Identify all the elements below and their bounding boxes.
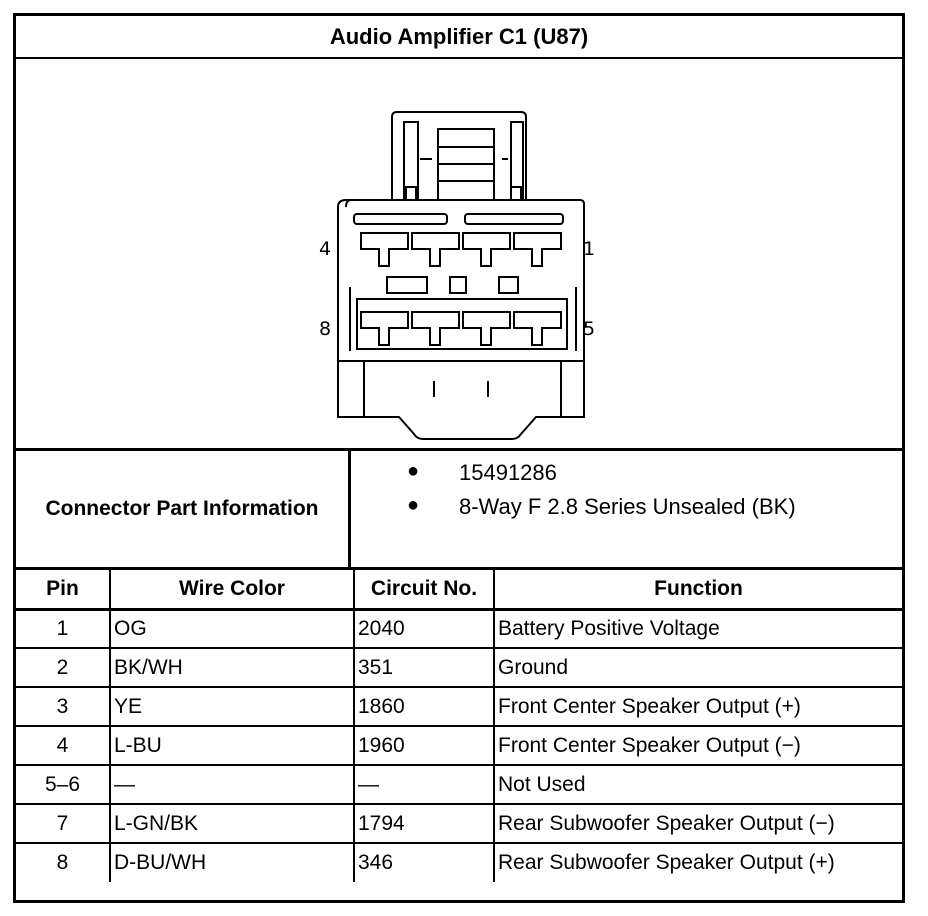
pin-table: Pin Wire Color Circuit No. Function 1 OG…: [16, 570, 902, 882]
cell-circuit-no: 2040: [353, 608, 495, 649]
header-wire-color: Wire Color: [109, 570, 355, 611]
page-title: Audio Amplifier C1 (U87): [16, 16, 902, 59]
table-row: 7 L-GN/BK 1794 Rear Subwoofer Speaker Ou…: [16, 803, 902, 844]
table-row: 1 OG 2040 Battery Positive Voltage: [16, 608, 902, 649]
part-info-item: ● 8-Way F 2.8 Series Unsealed (BK): [351, 490, 902, 524]
table-row: 5–6 — — Not Used: [16, 764, 902, 805]
header-function: Function: [493, 570, 902, 611]
connector-face-drawing: 4 1 8 5: [319, 111, 595, 440]
bullet-icon: ●: [407, 460, 420, 482]
cell-wire-color: D-BU/WH: [109, 842, 355, 882]
cell-function: Ground: [493, 647, 902, 688]
cell-circuit-no: 351: [353, 647, 495, 688]
connector-document: Audio Amplifier C1 (U87): [13, 13, 905, 903]
header-pin: Pin: [16, 570, 111, 611]
cell-wire-color: —: [109, 764, 355, 805]
part-info-list: ● 15491286 ● 8-Way F 2.8 Series Unsealed…: [351, 451, 902, 567]
cell-function: Rear Subwoofer Speaker Output (−): [493, 803, 902, 844]
cell-pin: 2: [16, 647, 111, 688]
terminal-row-top: [360, 232, 562, 267]
table-row: 8 D-BU/WH 346 Rear Subwoofer Speaker Out…: [16, 842, 902, 882]
table-row: 3 YE 1860 Front Center Speaker Output (+…: [16, 686, 902, 727]
cell-circuit-no: 346: [353, 842, 495, 882]
cell-function: Battery Positive Voltage: [493, 608, 902, 649]
cell-pin: 5–6: [16, 764, 111, 805]
cell-circuit-no: 1960: [353, 725, 495, 766]
pin-label-4: 4: [319, 238, 331, 260]
connector-diagram: 4 1 8 5: [16, 59, 902, 451]
cell-circuit-no: 1860: [353, 686, 495, 727]
part-info-label: Connector Part Information: [16, 451, 351, 567]
pin-label-8: 8: [319, 318, 331, 340]
latch-housing: [391, 111, 527, 201]
cell-wire-color: YE: [109, 686, 355, 727]
cell-pin: 8: [16, 842, 111, 882]
cell-pin: 1: [16, 608, 111, 649]
bullet-icon: ●: [407, 494, 420, 516]
table-row: 4 L-BU 1960 Front Center Speaker Output …: [16, 725, 902, 766]
cell-function: Front Center Speaker Output (−): [493, 725, 902, 766]
cell-pin: 4: [16, 725, 111, 766]
cell-circuit-no: 1794: [353, 803, 495, 844]
cell-function: Front Center Speaker Output (+): [493, 686, 902, 727]
cell-function: Rear Subwoofer Speaker Output (+): [493, 842, 902, 882]
cell-circuit-no: —: [353, 764, 495, 805]
pin-label-5: 5: [583, 318, 595, 340]
table-header-row: Pin Wire Color Circuit No. Function: [16, 570, 902, 611]
cell-wire-color: BK/WH: [109, 647, 355, 688]
connector-part-info: Connector Part Information ● 15491286 ● …: [16, 451, 902, 570]
part-description: 8-Way F 2.8 Series Unsealed (BK): [459, 494, 796, 519]
cell-wire-color: OG: [109, 608, 355, 649]
part-info-item: ● 15491286: [351, 456, 902, 490]
table-row: 2 BK/WH 351 Ground: [16, 647, 902, 688]
cell-wire-color: L-BU: [109, 725, 355, 766]
cell-pin: 7: [16, 803, 111, 844]
cell-function: Not Used: [493, 764, 902, 805]
pin-label-1: 1: [583, 238, 595, 260]
connector-body: [337, 199, 585, 440]
header-circuit-no: Circuit No.: [353, 570, 495, 611]
cell-pin: 3: [16, 686, 111, 727]
part-number: 15491286: [459, 460, 557, 485]
terminal-row-bottom: [360, 311, 562, 346]
cell-wire-color: L-GN/BK: [109, 803, 355, 844]
